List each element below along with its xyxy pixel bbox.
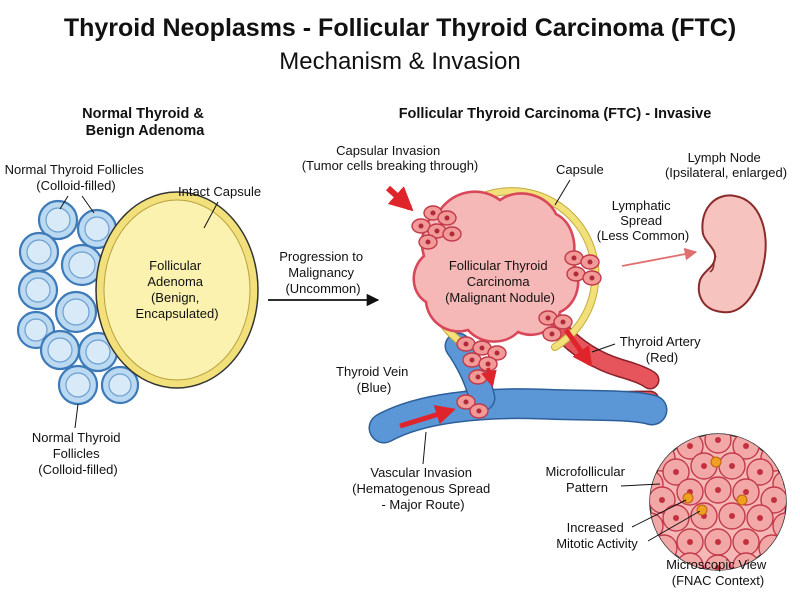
capsular-invasion-label: Capsular Invasion (Tumor cells breaking … bbox=[302, 143, 479, 173]
adenoma-body bbox=[103, 199, 251, 381]
vascular-invasion-arrow bbox=[399, 405, 456, 429]
follicles-bottom-label: Normal Thyroid Follicles (Colloid-filled… bbox=[32, 430, 124, 477]
capsule-label: Capsule bbox=[556, 162, 604, 177]
leader-line bbox=[591, 343, 616, 353]
diagram-title: Thyroid Neoplasms - Follicular Thyroid C… bbox=[64, 14, 736, 42]
vein-entry-arrow bbox=[481, 367, 497, 388]
right-panel-heading: Follicular Thyroid Carcinoma (FTC) - Inv… bbox=[399, 106, 712, 122]
leader-line bbox=[203, 201, 219, 229]
thyroid-artery-label: Thyroid Artery (Red) bbox=[620, 334, 705, 365]
artery-invasion-arrow bbox=[563, 328, 593, 368]
leader-line bbox=[631, 499, 687, 528]
microscopic-view-label: Microscopic View (FNAC Context) bbox=[666, 557, 770, 588]
thyroid-vein bbox=[370, 389, 666, 442]
leader-line bbox=[647, 510, 701, 542]
lymphatic-spread-cells bbox=[564, 250, 602, 286]
leader-line bbox=[422, 431, 427, 465]
leader-line bbox=[554, 179, 571, 206]
microfollicular-label: Microfollicular Pattern bbox=[545, 464, 628, 495]
progression-label: Progression to Malignancy (Uncommon) bbox=[279, 249, 366, 296]
leader-line bbox=[59, 195, 69, 210]
vascular-invasion-label: Vascular Invasion (Hematogenous Spread -… bbox=[352, 465, 494, 512]
lymphatic-spread-arrow bbox=[621, 247, 698, 267]
follicles-top-label: Normal Thyroid Follicles (Colloid-filled… bbox=[5, 162, 148, 193]
leader-line bbox=[81, 195, 95, 214]
left-panel-heading: Normal Thyroid & Benign Adenoma bbox=[82, 106, 208, 139]
leader-line bbox=[620, 483, 661, 487]
diagram-subtitle: Mechanism & Invasion bbox=[279, 48, 520, 75]
leader-line bbox=[74, 403, 79, 429]
thyroid-vein-label: Thyroid Vein (Blue) bbox=[336, 364, 412, 395]
adenoma-label: Follicular Adenoma (Benign, Encapsulated… bbox=[135, 258, 218, 321]
vascular-invasion-cells bbox=[456, 336, 507, 419]
artery-invasion-cells bbox=[538, 310, 573, 342]
capsular-invasion-arrow bbox=[385, 185, 414, 212]
normal-follicles-group bbox=[16, 199, 140, 406]
intact-capsule-label: Intact Capsule bbox=[178, 184, 261, 199]
lymph-node-label: Lymph Node (Ipsilateral, enlarged) bbox=[665, 150, 787, 180]
mitotic-activity-label: Increased Mitotic Activity bbox=[556, 520, 638, 551]
lymphatic-spread-label: Lymphatic Spread (Less Common) bbox=[597, 198, 689, 243]
lymph-node bbox=[697, 194, 767, 314]
capsular-invasion-cells bbox=[411, 205, 462, 250]
tumor-label: Follicular Thyroid Carcinoma (Malignant … bbox=[445, 258, 555, 305]
